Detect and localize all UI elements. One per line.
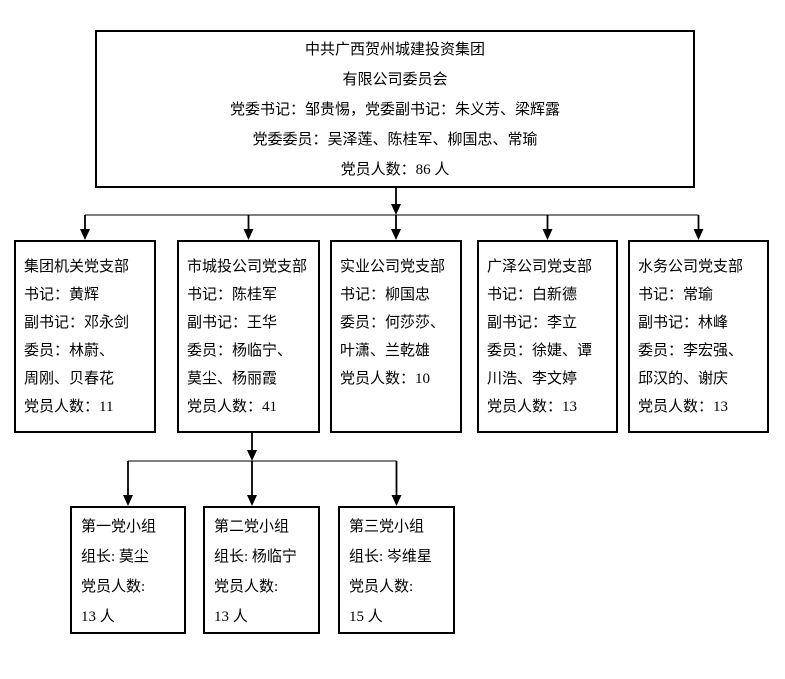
branch-line: 集团机关党支部	[24, 259, 130, 275]
branch-line: 党员人数：10	[340, 371, 431, 387]
branch-line: 实业公司党支部	[340, 259, 446, 275]
branch-box-guangze: 广泽公司党支部 书记：白新德 副书记：李立 委员：徐婕、谭 川浩、李文婷 党员人…	[477, 240, 618, 433]
root-line: 有限公司委员会	[342, 72, 448, 88]
branch-line: 周刚、贝春花	[24, 371, 115, 387]
arrowhead-icon	[391, 229, 401, 240]
branch-line: 书记：黄辉	[24, 287, 100, 303]
branch-box-water: 水务公司党支部 书记：常瑜 副书记：林峰 委员：李宏强、 邱汉的、谢庆 党员人数…	[628, 240, 769, 433]
branch-line: 党员人数：13	[638, 399, 729, 415]
branch-line: 副书记：林峰	[638, 315, 729, 331]
root-line: 党员人数：86 人	[340, 162, 450, 178]
branch-line: 市城投公司党支部	[187, 259, 308, 275]
group-line: 组长: 莫尘	[81, 549, 149, 565]
branch-line: 邱汉的、谢庆	[638, 371, 729, 387]
branch-line: 书记：白新德	[487, 287, 578, 303]
branch-line: 莫尘、杨丽霞	[187, 371, 278, 387]
root-committee-box: 中共广西贺州城建投资集团 有限公司委员会 党委书记：邹贵惕，党委副书记：朱义芳、…	[95, 30, 695, 188]
branch-line: 党员人数：11	[24, 399, 114, 415]
arrowhead-icon	[247, 450, 257, 461]
branch-line: 党员人数：41	[187, 399, 278, 415]
arrowhead-icon	[542, 229, 553, 240]
group-line: 第三党小组	[349, 519, 425, 535]
group-line: 组长: 杨临宁	[214, 549, 297, 565]
branch-line: 党员人数：13	[487, 399, 578, 415]
group-line: 13 人	[81, 609, 115, 625]
branch-box-industrial: 实业公司党支部 书记：柳国忠 委员：何莎莎、 叶潇、兰乾雄 党员人数：10	[330, 240, 462, 433]
arrowhead-icon	[123, 495, 133, 506]
branch-line: 书记：柳国忠	[340, 287, 431, 303]
group-line: 13 人	[214, 609, 248, 625]
branch-line: 委员：何莎莎、	[340, 315, 446, 331]
branch-line: 委员：杨临宁、	[187, 343, 293, 359]
group-line: 党员人数:	[214, 579, 279, 595]
arrowhead-icon	[247, 495, 257, 506]
group-line: 党员人数:	[349, 579, 414, 595]
branch-line: 副书记：王华	[187, 315, 278, 331]
branch-line: 副书记：李立	[487, 315, 578, 331]
group-box-second: 第二党小组 组长: 杨临宁 党员人数: 13 人	[203, 506, 320, 634]
branch-box-city-investment: 市城投公司党支部 书记：陈桂军 副书记：王华 委员：杨临宁、 莫尘、杨丽霞 党员…	[177, 240, 320, 433]
root-line: 党委委员：吴泽莲、陈桂军、柳国忠、常瑜	[252, 132, 538, 148]
arrowhead-icon	[391, 495, 402, 506]
group-line: 第二党小组	[214, 519, 290, 535]
group-line: 15 人	[349, 609, 383, 625]
branch-line: 副书记：邓永剑	[24, 315, 130, 331]
branch-line: 委员：李宏强、	[638, 343, 744, 359]
branch-line: 叶潇、兰乾雄	[340, 343, 431, 359]
branch-line: 川浩、李文婷	[487, 371, 578, 387]
group-line: 第一党小组	[81, 519, 157, 535]
branch-line: 书记：常瑜	[638, 287, 714, 303]
branch-line: 书记：陈桂军	[187, 287, 278, 303]
root-line: 党委书记：邹贵惕，党委副书记：朱义芳、梁辉露	[229, 102, 560, 118]
branch-line: 委员：林蔚、	[24, 343, 115, 359]
arrowhead-icon	[391, 204, 401, 215]
arrowhead-icon	[243, 229, 254, 240]
group-line: 组长: 岑维星	[349, 549, 432, 565]
root-line: 中共广西贺州城建投资集团	[304, 42, 485, 58]
group-line: 党员人数:	[81, 579, 146, 595]
branch-box-group-office: 集团机关党支部 书记：黄辉 副书记：邓永剑 委员：林蔚、 周刚、贝春花 党员人数…	[14, 240, 156, 433]
branch-line: 水务公司党支部	[638, 259, 744, 275]
group-box-third: 第三党小组 组长: 岑维星 党员人数: 15 人	[338, 506, 455, 634]
arrowhead-icon	[80, 229, 90, 240]
arrowhead-icon	[693, 229, 704, 240]
branch-line: 委员：徐婕、谭	[487, 343, 593, 359]
group-box-first: 第一党小组 组长: 莫尘 党员人数: 13 人	[70, 506, 186, 634]
branch-line: 广泽公司党支部	[487, 259, 593, 275]
